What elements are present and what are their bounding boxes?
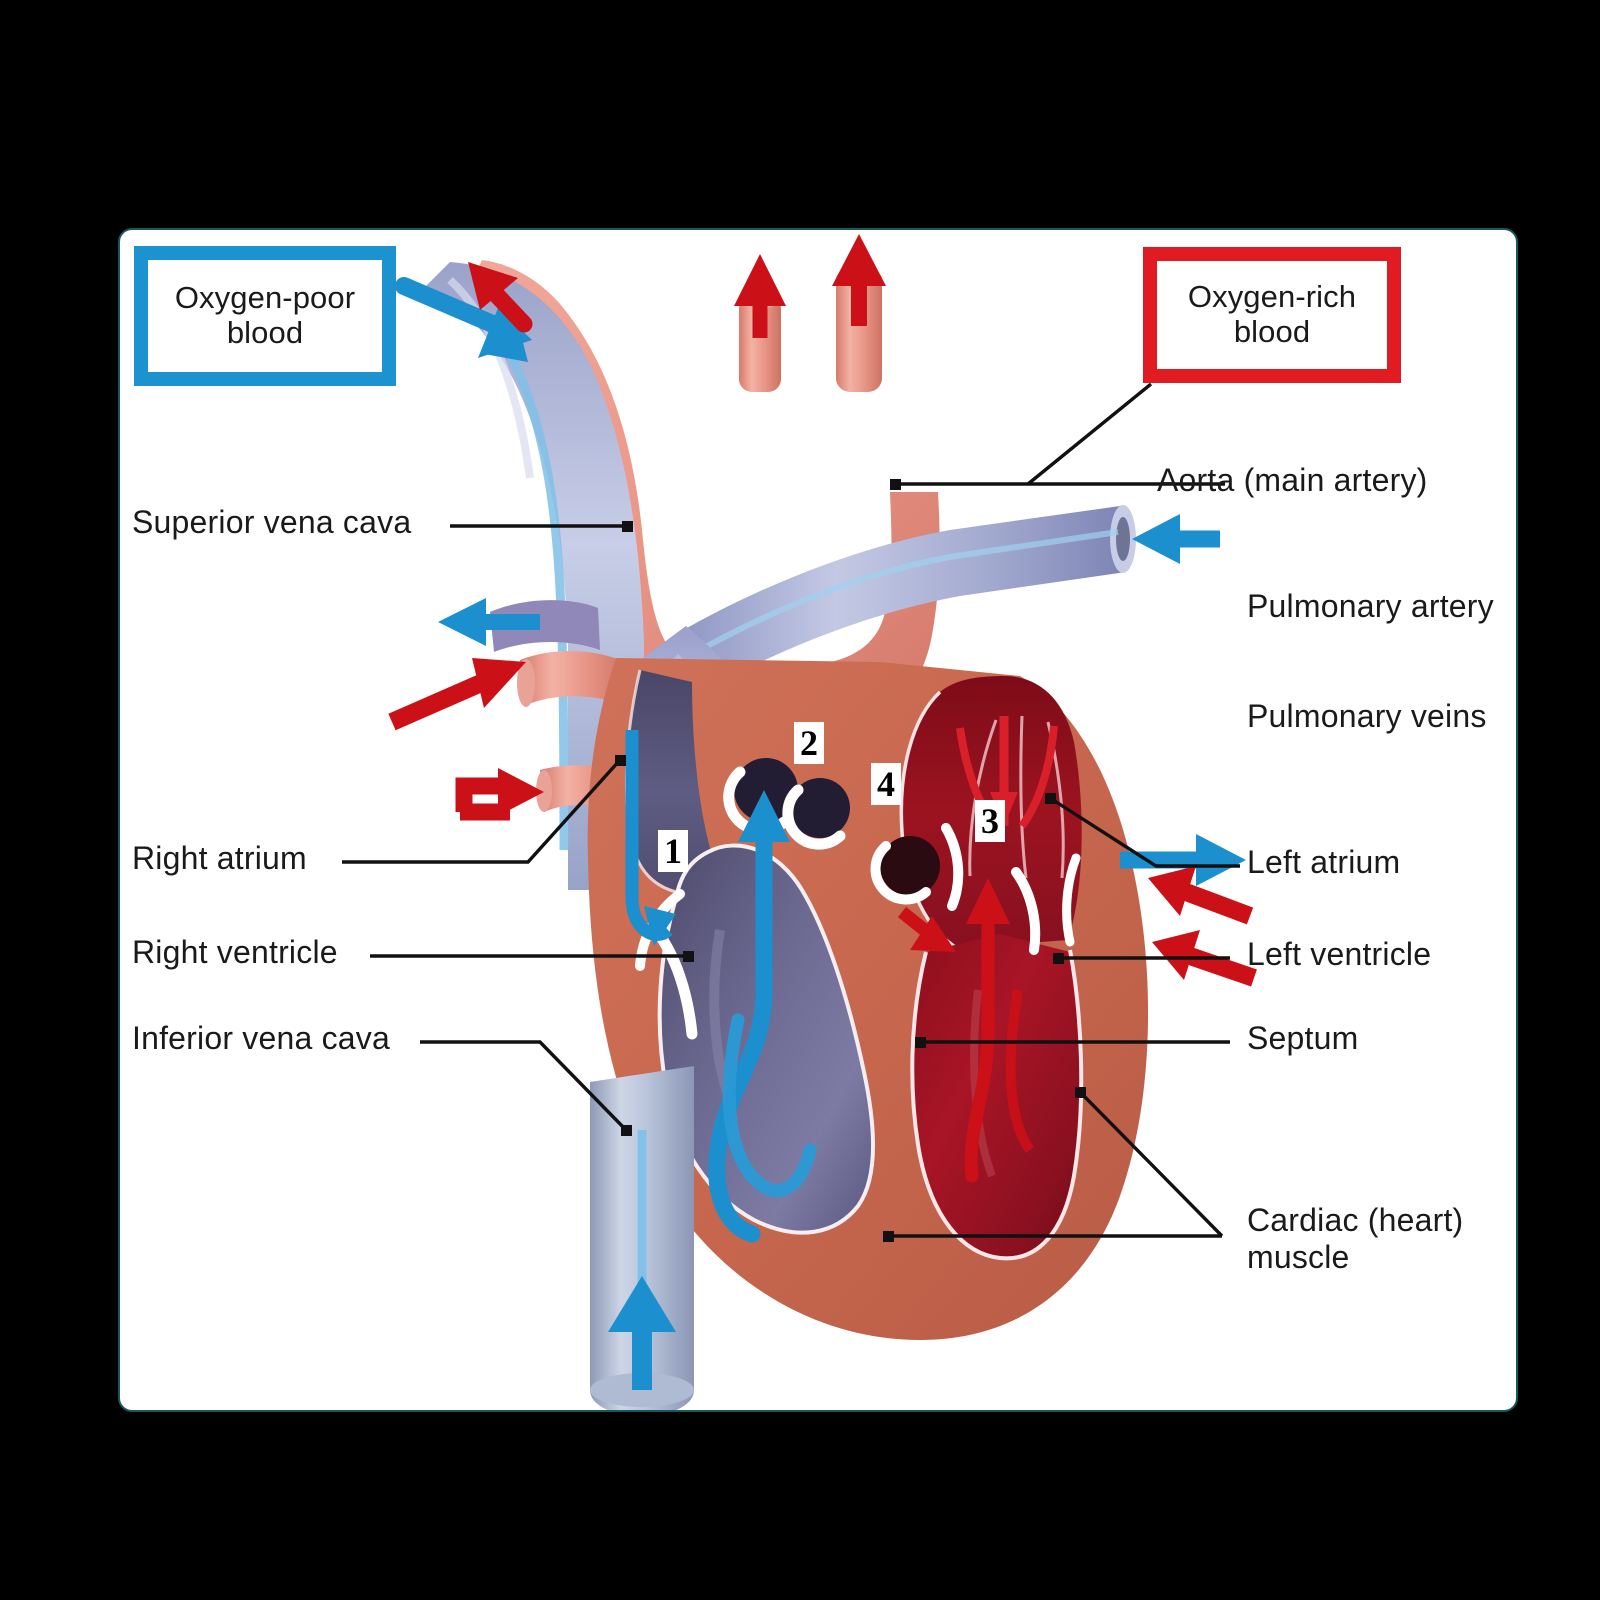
- label-pulmonary-artery: Pulmonary artery: [1247, 588, 1494, 624]
- arrow-pulmonary-artery-outflow: [1120, 834, 1246, 886]
- label-cardiac-muscle: Cardiac (heart) muscle: [1247, 1202, 1516, 1276]
- superior-vena-cava-vessel: [420, 262, 644, 890]
- arrow-rpa-inflow: [1132, 514, 1220, 564]
- arrow-svc-inflow: [395, 277, 532, 362]
- arrow-descending-aorta: [897, 906, 956, 952]
- label-cardiac-muscle-line1: Cardiac (heart): [1247, 1202, 1464, 1238]
- valve-marker-4: 4: [871, 763, 901, 805]
- legend-oxygen-rich-text: Oxygen-rich blood: [1187, 279, 1357, 349]
- arrow-right-pulmonary-vein-inflow-1: [1148, 866, 1254, 925]
- heart-illustration: [342, 234, 1257, 1410]
- legend-oxygen-poor-blood: Oxygen-poor blood: [134, 246, 396, 386]
- leader-inferior-vena-cava: [420, 1040, 628, 1132]
- mitral-valve-leaflets: [870, 823, 964, 911]
- legend-oxygen-rich-line2: blood: [1233, 314, 1311, 349]
- label-left-ventricle: Left ventricle: [1247, 936, 1432, 972]
- label-right-ventricle: Right ventricle: [132, 934, 338, 970]
- arrow-branch-outflow-2: [832, 234, 886, 326]
- arrow-left-pulmonary-vein-inflow-2: [455, 768, 544, 821]
- leader-left-atrium: [1049, 796, 1240, 868]
- leader-cardiac-muscle-upper: [1078, 1090, 1224, 1238]
- label-left-atrium: Left atrium: [1247, 844, 1401, 880]
- diagram-card: Oxygen-poor blood Oxygen-rich blood Supe…: [118, 228, 1518, 1412]
- left-pulmonary-artery-vessel: [490, 600, 600, 652]
- label-right-atrium: Right atrium: [132, 840, 307, 876]
- label-septum: Septum: [1247, 1020, 1359, 1056]
- legend-oxygen-rich-line1: Oxygen-rich: [1187, 279, 1357, 315]
- arrow-left-pulmonary-artery-outflow: [438, 598, 540, 646]
- label-inferior-vena-cava: Inferior vena cava: [132, 1020, 390, 1056]
- legend-oxygen-poor-line2: blood: [226, 315, 304, 350]
- label-superior-vena-cava: Superior vena cava: [132, 504, 412, 540]
- arrow-aorta-outflow-left: [468, 262, 533, 333]
- aortic-valve-leaflets: [1011, 853, 1081, 955]
- label-aorta: Aorta (main artery): [1157, 462, 1428, 498]
- flow-arrow-rv-loop: [722, 1013, 817, 1198]
- pulmonary-valve-leaflets: [723, 758, 850, 850]
- legend-oxygen-poor-text: Oxygen-poor blood: [174, 280, 356, 350]
- flow-arrow-rv-to-pulmonary: [708, 790, 790, 1243]
- valve-marker-2: 2: [794, 722, 824, 764]
- arrow-branch-outflow-1: [734, 254, 786, 338]
- valve-marker-1: 1: [658, 830, 688, 872]
- flow-arrow-svc-to-ra: [625, 730, 676, 946]
- legend-oxygen-poor-line1: Oxygen-poor: [174, 280, 356, 316]
- label-cardiac-muscle-line2: muscle: [1247, 1239, 1350, 1276]
- arrow-right-pulmonary-vein-inflow-2: [1152, 930, 1257, 987]
- right-pulmonary-artery-vessel: [680, 505, 1136, 690]
- left-ventricle-cavity: [910, 934, 1084, 1261]
- arrow-ivc-inflow: [608, 1276, 676, 1390]
- leader-aorta-legend: [1026, 382, 1153, 486]
- label-pulmonary-veins: Pulmonary veins: [1247, 698, 1487, 734]
- flow-arrow-lv-to-aorta: [964, 878, 1035, 1183]
- leader-lines: [342, 382, 1240, 1242]
- valve-marker-3: 3: [975, 800, 1005, 842]
- leader-right-atrium: [342, 758, 622, 864]
- arrow-left-pulmonary-vein-inflow-1: [388, 658, 526, 731]
- legend-oxygen-rich-blood: Oxygen-rich blood: [1143, 247, 1401, 383]
